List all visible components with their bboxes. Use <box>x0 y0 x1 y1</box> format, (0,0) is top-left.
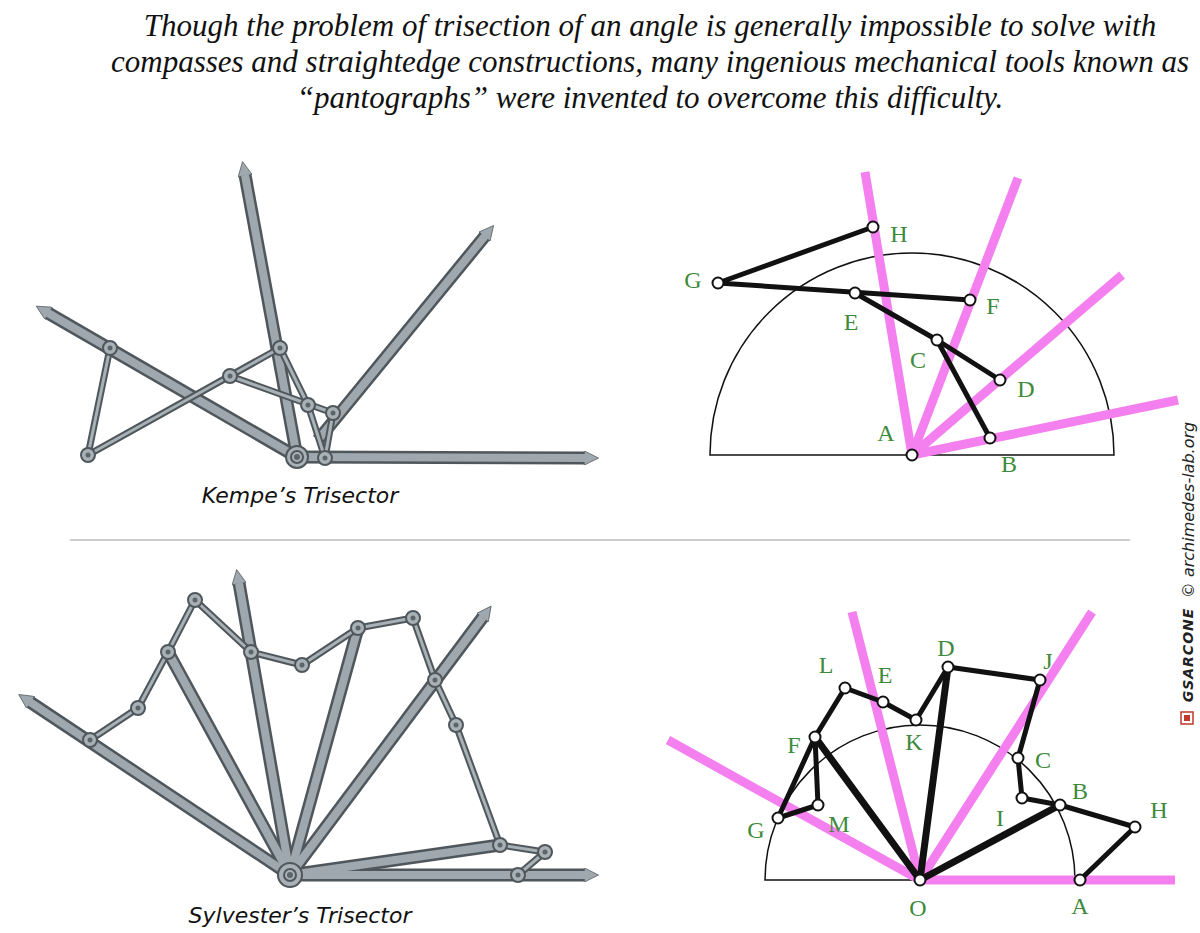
caption: Kempe’s Trisector <box>202 483 399 508</box>
point-label: D <box>937 636 954 660</box>
point-label: A <box>1071 894 1088 918</box>
title: Though the problem of trisection of an a… <box>110 8 1190 116</box>
divider <box>70 540 1130 541</box>
signature: GSARCONE <box>1180 608 1196 703</box>
point-label: D <box>1017 377 1034 401</box>
point-label: B <box>1072 779 1088 803</box>
point-label: O <box>909 896 926 920</box>
point-label: E <box>844 310 859 334</box>
point-label: B <box>1001 452 1017 476</box>
point-label: G <box>747 818 764 842</box>
sylvester-rods <box>30 583 585 887</box>
point-label: C <box>910 348 926 372</box>
sylvester-diagram <box>668 612 1175 886</box>
point-label: J <box>1043 649 1052 673</box>
caption: Sylvester’s Trisector <box>189 903 412 928</box>
seal <box>1184 715 1190 721</box>
kempe-rods <box>48 175 585 468</box>
point-label: A <box>877 421 894 445</box>
point-label: F <box>787 733 800 757</box>
point-label: E <box>878 663 893 687</box>
seal <box>1181 712 1193 724</box>
point-label: H <box>1150 798 1167 822</box>
point-label: F <box>986 294 999 318</box>
point-label: M <box>828 812 849 836</box>
kempe-diagram <box>710 172 1178 461</box>
point-label: G <box>684 268 701 292</box>
point-label: L <box>819 653 834 677</box>
point-label: H <box>890 222 907 246</box>
watermark: © archimedes-lab.org <box>1179 422 1198 598</box>
point-label: I <box>996 806 1004 830</box>
point-label: C <box>1035 748 1051 772</box>
point-label: K <box>905 730 922 754</box>
